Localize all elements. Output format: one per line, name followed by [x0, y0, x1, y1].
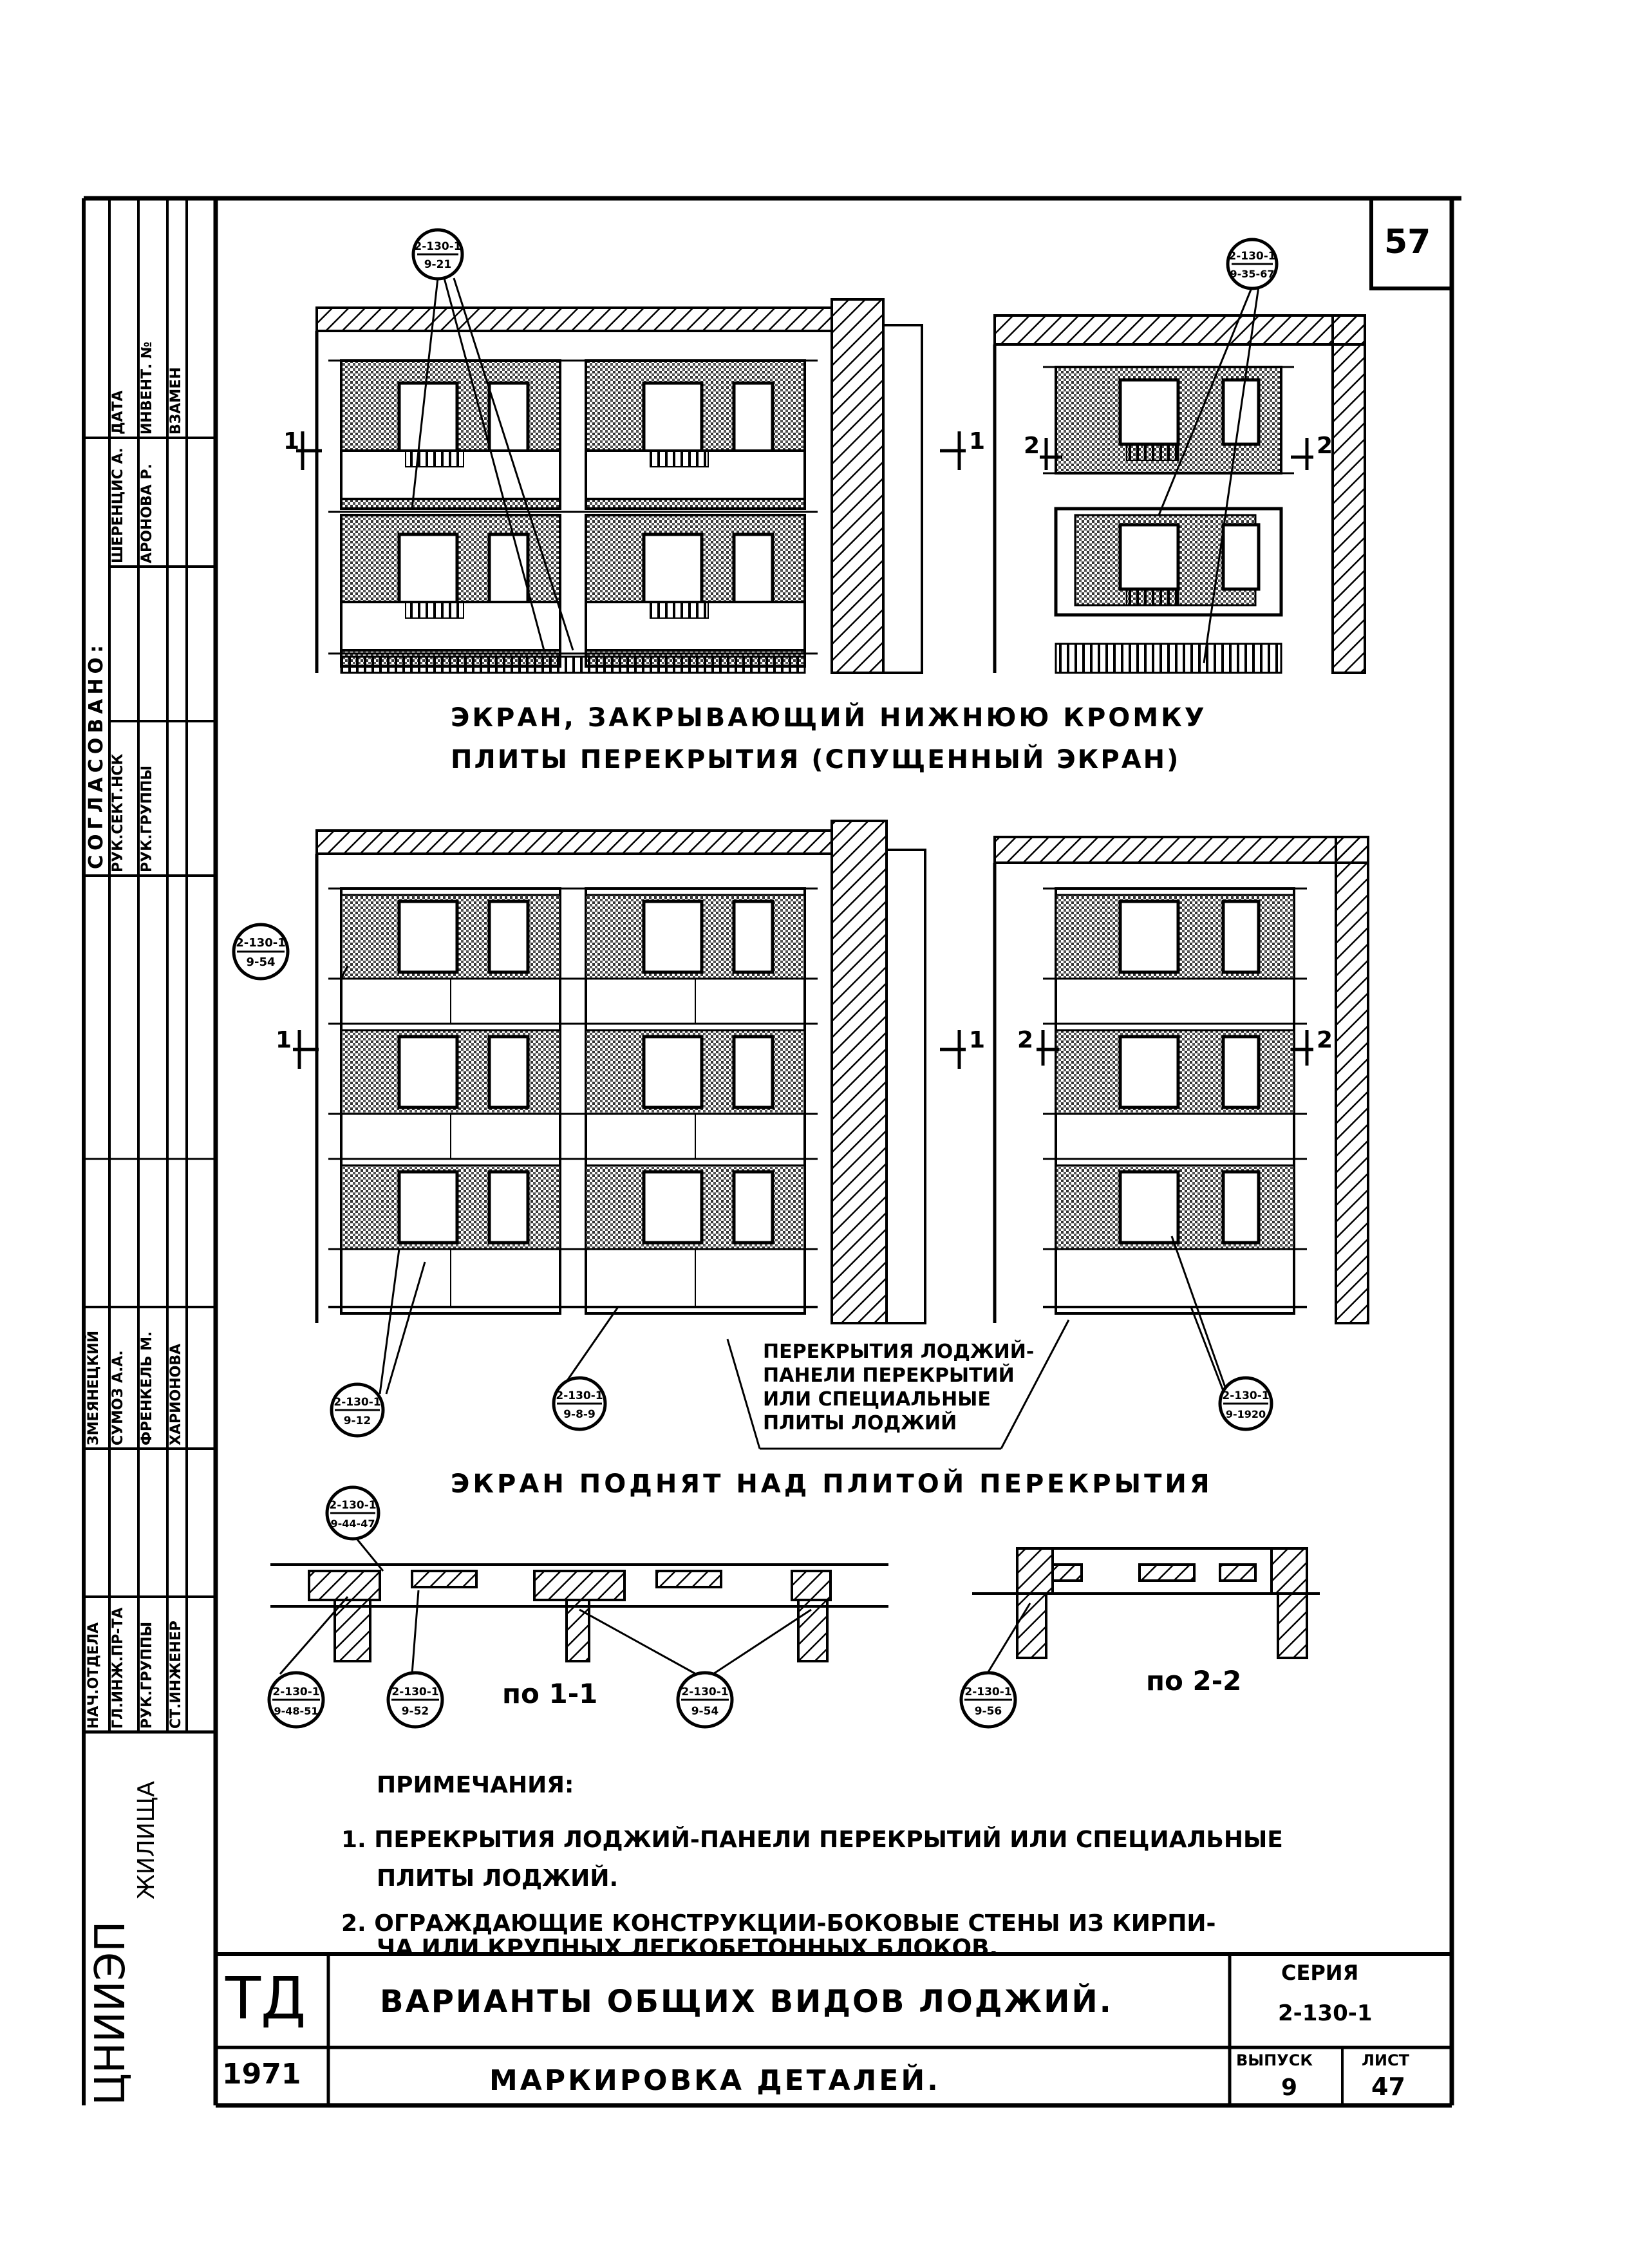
elevation-mid-left — [315, 820, 926, 1324]
callout-line3: или специальные — [763, 1388, 991, 1411]
tag-mid-left-series: 2-130-1 — [236, 936, 286, 950]
section-mark-1-right-mid: 1 — [969, 1027, 986, 1053]
note-2-line1: 2. Ограждающие конструкции-боковые стены… — [341, 1910, 1216, 1937]
tag-bottom-c-detail: 9-1920 — [1226, 1408, 1266, 1420]
issue-label: Выпуск — [1236, 2051, 1313, 2069]
tag-plan-d: 2-130-1 9-56 — [959, 1671, 1017, 1729]
section-mark-2-right-mid: 2 — [1317, 1027, 1333, 1053]
tag-plan-top: 2-130-1 9-44-47 — [325, 1485, 380, 1541]
plan-section-1 — [270, 1563, 888, 1662]
tag-mid-left-detail: 9-54 — [246, 955, 275, 969]
stamp-p4-role: Ст.инженер — [168, 1621, 184, 1729]
tag-bottom-c-series: 2-130-1 — [1222, 1389, 1269, 1402]
series-value: 2-130-1 — [1278, 2000, 1373, 2026]
tag-top-left-series: 2-130-1 — [414, 240, 461, 253]
section-marks-mid — [293, 1030, 1313, 1069]
sheet-number: 57 — [1384, 223, 1431, 261]
tag-plan-c-series: 2-130-1 — [681, 1686, 728, 1698]
stamp-p1-name: Змеянецкий — [86, 1330, 102, 1445]
tag-plan-a-series: 2-130-1 — [272, 1686, 319, 1698]
stamp-r1-name: Шеренцис А. — [110, 447, 126, 563]
plan-section-2 — [972, 1547, 1320, 1659]
caption-section-2: по 2-2 — [1146, 1665, 1242, 1697]
callout-line1: Перекрытия лоджий- — [763, 1340, 1035, 1363]
doc-year: 1971 — [222, 2058, 301, 2091]
sheet-value: 47 — [1371, 2073, 1405, 2101]
tag-plan-b-series: 2-130-1 — [391, 1686, 438, 1698]
elevation-mid-right — [993, 836, 1369, 1324]
tag-bottom-b: 2-130-1 9-8-9 — [552, 1376, 607, 1431]
note-1-line2: плиты лоджий. — [377, 1865, 619, 1892]
sheet-frame — [84, 196, 1461, 2108]
leaders-mid — [340, 965, 1228, 1450]
caption-section-1: по 1-1 — [502, 1678, 598, 1709]
tag-plan-d-detail: 9-56 — [975, 1705, 1002, 1718]
tag-bottom-a-detail: 9-12 — [344, 1415, 371, 1427]
stamp-p1-role: Нач.отдела — [86, 1622, 102, 1729]
leaders-top — [411, 277, 1260, 664]
org-main: ЦНИИЭП — [87, 1921, 135, 2105]
tag-bottom-a: 2-130-1 9-12 — [330, 1382, 385, 1438]
issue-value: 9 — [1281, 2074, 1298, 2101]
tag-plan-b-detail: 9-52 — [402, 1705, 429, 1718]
tag-plan-b: 2-130-1 9-52 — [386, 1671, 444, 1729]
section-mark-2-left-mid: 2 — [1017, 1027, 1034, 1053]
tag-plan-c-detail: 9-54 — [691, 1705, 719, 1718]
elevation-top-right — [993, 314, 1366, 674]
callout-line2: панели перекрытий — [763, 1364, 1015, 1387]
tag-plan-c: 2-130-1 9-54 — [676, 1671, 734, 1729]
series-label: Серия — [1281, 1961, 1359, 1985]
tag-plan-d-series: 2-130-1 — [964, 1686, 1011, 1698]
leaders-plans — [279, 1535, 1031, 1679]
doc-title: Варианты общих видов лоджий. — [380, 1984, 1113, 2020]
section-marks-top — [296, 431, 1313, 470]
callout-line4: плиты лоджий — [763, 1412, 957, 1435]
stamp-agreed: Согласовано: — [85, 641, 108, 869]
stamp-p3-name: Френкель М. — [139, 1331, 155, 1445]
side-stamp-frame — [82, 198, 216, 2105]
stamp-r1-date: Дата — [110, 390, 126, 435]
tag-top-right-detail: 9-35-67 — [1230, 268, 1275, 280]
note-2-line2: ча или крупных легкобетонных блоков. — [377, 1935, 999, 1961]
tag-bottom-a-series: 2-130-1 — [333, 1396, 380, 1409]
tag-plan-top-detail: 9-44-47 — [331, 1518, 375, 1530]
section-mark-1-right-top: 1 — [969, 428, 986, 455]
stamp-p4-name: Харионова — [168, 1343, 184, 1445]
elevation-top-left — [315, 298, 923, 674]
tag-bottom-c: 2-130-1 9-1920 — [1218, 1376, 1273, 1431]
tag-top-right: 2-130-1 9-35-67 — [1226, 238, 1279, 290]
tag-plan-a: 2-130-1 9-48-51 — [267, 1671, 325, 1729]
section-mark-1-left-mid: 1 — [276, 1027, 292, 1053]
doc-subtitle: Маркировка деталей. — [489, 2064, 941, 2097]
section-mark-2-left-top: 2 — [1024, 433, 1040, 459]
tag-bottom-b-series: 2-130-1 — [556, 1389, 603, 1402]
notes-heading: Примечания: — [377, 1772, 574, 1798]
tag-plan-top-series: 2-130-1 — [329, 1499, 376, 1512]
note-1-line1: 1. Перекрытия лоджий-панели перекрытий и… — [341, 1827, 1283, 1853]
tag-top-left-detail: 9-21 — [424, 258, 452, 271]
tag-top-left: 2-130-1 9-21 — [411, 228, 464, 281]
doc-type: ТД — [225, 1965, 306, 2033]
tag-mid-left: 2-130-1 9-54 — [232, 923, 290, 981]
section-mark-1-left-top: 1 — [283, 428, 300, 455]
tag-top-right-series: 2-130-1 — [1228, 250, 1275, 263]
stamp-r2-role: Рук.группы — [139, 765, 155, 872]
stamp-r3-replaces: Взамен — [168, 367, 184, 435]
section-mark-2-right-top: 2 — [1317, 433, 1333, 459]
org-sub: жилища — [133, 1781, 160, 1899]
sheet-label: Лист — [1362, 2051, 1410, 2069]
caption-top-line2: плиты перекрытия (спущенный экран) — [451, 745, 1181, 775]
stamp-r2-inventory: Инвент. № — [139, 341, 155, 435]
tag-plan-a-detail: 9-48-51 — [274, 1705, 319, 1717]
stamp-r2-name: Аронова Р. — [139, 464, 155, 563]
tag-bottom-b-detail: 9-8-9 — [563, 1408, 596, 1421]
caption-middle: Экран поднят над плитой перекрытия — [451, 1469, 1213, 1499]
title-block-frame — [216, 1952, 1452, 2105]
stamp-p3-role: Рук.группы — [139, 1621, 155, 1729]
caption-top-line1: Экран, закрывающий нижнюю кромку — [451, 703, 1207, 733]
stamp-p2-role: Гл.инж.пр-та — [110, 1607, 126, 1729]
stamp-p2-name: Сумоз А.А. — [110, 1350, 126, 1445]
stamp-r1-role: Рук.сект.нск — [110, 753, 126, 873]
